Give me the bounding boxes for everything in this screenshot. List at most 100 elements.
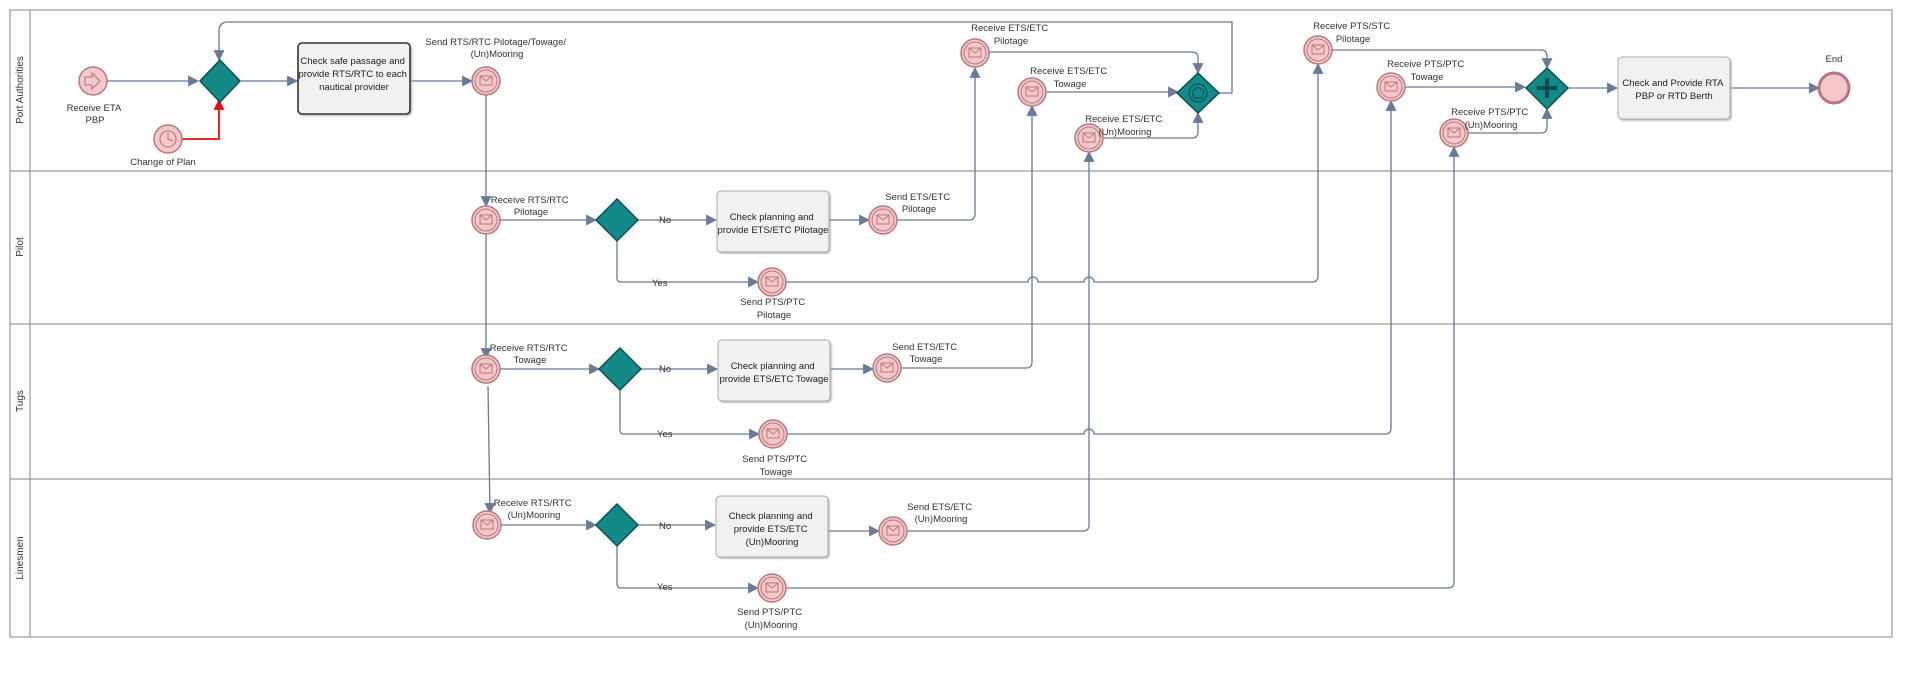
label-receive-ets-mooring-line-2: (Un)Mooring [1099,127,1152,138]
label-lines-send-pts-line-1: Send PTS/PTC [737,607,802,618]
task-lines-check-planning-line-1: Check planning and [729,511,813,522]
svg-text:Send PTS/PTC (Un)Mooring: Send PTS/PTC (Un)Mooring [737,607,805,631]
label-tugs-send-pts-line-1: Send PTS/PTC [742,454,807,465]
envelope-icon [480,519,494,530]
label-receive-ets-towage-line-1: Receive ETS/ETC [1030,66,1107,77]
flow-receive-pts-mooring-to-parallel [1468,107,1553,134]
svg-text:Check planning and provi: Check planning and provide ETS/ETC Towag… [719,361,828,385]
message-event-lines-send-ets[interactable] [878,516,908,546]
envelope-icon [479,363,493,374]
svg-text:Receive ETS/ETC (Un)Moorin: Receive ETS/ETC (Un)Mooring [1085,114,1165,138]
svg-text:Receive RTS/RTC Towage: Receive RTS/RTC Towage [490,343,570,366]
task-pilot-check-planning[interactable]: Check planning and provide ETS/ETC Pilot… [716,190,830,253]
flow-tugs-to-linesmen [484,385,496,515]
task-lines-check-planning[interactable]: Check planning and provide ETS/ETC (Un)M… [715,495,829,558]
label-tugs-send-pts-line-2: Towage [760,467,793,478]
envelope-icon [766,428,780,439]
message-event-receive-ets-mooring[interactable] [1074,123,1104,153]
message-event-lines-send-pts[interactable] [757,573,787,603]
message-event-tugs-send-pts[interactable] [758,419,788,449]
envelope-icon [1447,127,1461,138]
label-receive-pts-towage-line-2: Towage [1411,72,1444,83]
task-pilot-check-planning-line-1: Check planning and [730,212,814,223]
task-tugs-check-planning[interactable]: Check planning and provide ETS/ETC Towag… [717,339,831,402]
message-event-tugs-receive-rts[interactable] [471,354,501,384]
arrow-right-icon [84,71,101,91]
label-pilot-send-pts-line-1: Send PTS/PTC [740,297,805,308]
label-lines-send-ets-line-2: (Un)Mooring [915,514,968,525]
label-receive-pts-pilotage-line-1: Receive PTS/STC [1313,21,1390,32]
envelope-icon [1025,86,1039,97]
label-receive-eta-line-2: PBP [85,115,104,126]
message-event-receive-pts-towage[interactable] [1376,72,1406,102]
start-event-receive-eta[interactable] [78,66,108,96]
parallel-gateway[interactable] [1524,66,1570,111]
svg-text:Receive RTS/RTC (Un)Moorin: Receive RTS/RTC (Un)Mooring [494,498,574,521]
message-event-pilot-send-ets[interactable] [868,205,898,235]
lane-label-pilot: Pilot [15,237,26,257]
message-event-receive-ets-towage[interactable] [1017,77,1047,107]
sequence-flows [107,21,1821,594]
message-event-receive-ets-pilotage[interactable] [960,38,990,68]
task-check-safe-passage-line-3: nautical provider [319,82,389,93]
message-event-tugs-send-ets[interactable] [872,353,902,383]
task-check-provide-rta[interactable]: Check and Provide RTA PBP or RTD Berth [1617,56,1731,120]
flow-pilot-gateway-yes [616,241,760,288]
label-receive-pts-pilotage-line-2: Pilotage [1336,34,1370,45]
label-tugs-receive-rts-line-2: Towage [514,355,547,366]
exclusive-gateway-tugs[interactable] [597,346,643,392]
envelope-icon [1384,81,1398,92]
message-event-pilot-send-pts[interactable] [757,267,787,297]
flow-lines-send-ets-to-receive [907,150,1095,532]
flow-tugs-send-ets-to-receive [901,104,1038,369]
label-receive-pts-mooring-line-2: (Un)Mooring [1465,120,1518,131]
exclusive-gateway-pilot[interactable] [594,197,640,243]
svg-text:Send ETS/ETC Towage: Send ETS/ETC Towage [892,342,960,365]
message-event-receive-pts-pilotage[interactable] [1303,35,1333,65]
clock-icon [159,130,177,148]
envelope-icon [765,582,779,593]
message-event-pilot-receive-rts[interactable] [471,205,501,235]
task-tugs-check-planning-line-2: provide ETS/ETC Towage [719,374,828,385]
envelope-icon [479,214,493,225]
svg-text:Send ETS/ETC Pilotage: Send ETS/ETC Pilotage [885,192,953,215]
label-tugs-send-ets-line-2: Towage [910,354,943,365]
label-pilot-send-ets-line-2: Pilotage [902,204,936,215]
label-send-rts-line-2: (Un)Mooring [471,49,524,60]
flow-receive-pts-pilotage-to-parallel [1332,49,1553,70]
svg-text:Receive RTS/RTC Pilotage: Receive RTS/RTC Pilotage [491,195,571,218]
svg-text:Check planning and provi: Check planning and provide ETS/ETC (Un)M… [729,511,816,548]
svg-text:Receive PTS/PTC Towage: Receive PTS/PTC Towage [1387,59,1467,83]
message-event-send-rts[interactable] [471,66,501,96]
task-check-safe-passage[interactable]: Check safe passage and provide RTS/RTC t… [297,42,411,115]
svg-text:Receive ETS/ETC Towage: Receive ETS/ETC Towage [1030,66,1110,90]
flow-tugs-send-pts-to-receive [787,99,1397,435]
label-send-rts-line-1: Send RTS/RTC Pilotage/Towage/ [425,37,566,48]
svg-text:Receive ETS/ETC Pilotage: Receive ETS/ETC Pilotage [971,23,1051,47]
svg-text:Send PTS/PTC Towage: Send PTS/PTC Towage [742,454,810,478]
exclusive-gateway-linesmen[interactable] [594,502,640,548]
label-receive-ets-pilotage-line-2: Pilotage [994,36,1028,47]
label-end: End [1826,54,1843,65]
label-pilot-send-pts-line-2: Pilotage [757,310,791,321]
task-check-safe-passage-line-2: provide RTS/RTC to each [298,69,406,80]
message-event-lines-receive-rts[interactable] [472,510,502,540]
flow-lines-send-pts-to-receive [786,145,1460,589]
flow-tugs-gateway-yes [619,390,761,440]
envelope-icon [479,75,493,86]
pool [9,9,1893,638]
exclusive-gateway-main[interactable] [198,58,242,104]
event-based-gateway[interactable] [1175,71,1221,115]
svg-text:End: End [1826,54,1843,65]
svg-text:Change of Plan: Change of Plan [130,157,196,168]
flow-loop-back-to-gateway [213,21,1233,94]
label-receive-pts-towage-line-1: Receive PTS/PTC [1387,59,1464,70]
start-event-change-of-plan[interactable] [153,124,183,154]
message-event-receive-pts-mooring[interactable] [1439,118,1469,148]
task-tugs-check-planning-line-1: Check planning and [731,361,815,372]
task-lines-check-planning-line-2: provide ETS/ETC [734,524,808,535]
label-pilot-receive-rts-line-2: Pilotage [514,207,548,218]
pentagon-icon [1191,86,1205,99]
label-receive-ets-pilotage-line-1: Receive ETS/ETC [971,23,1048,34]
end-event[interactable] [1817,71,1851,105]
